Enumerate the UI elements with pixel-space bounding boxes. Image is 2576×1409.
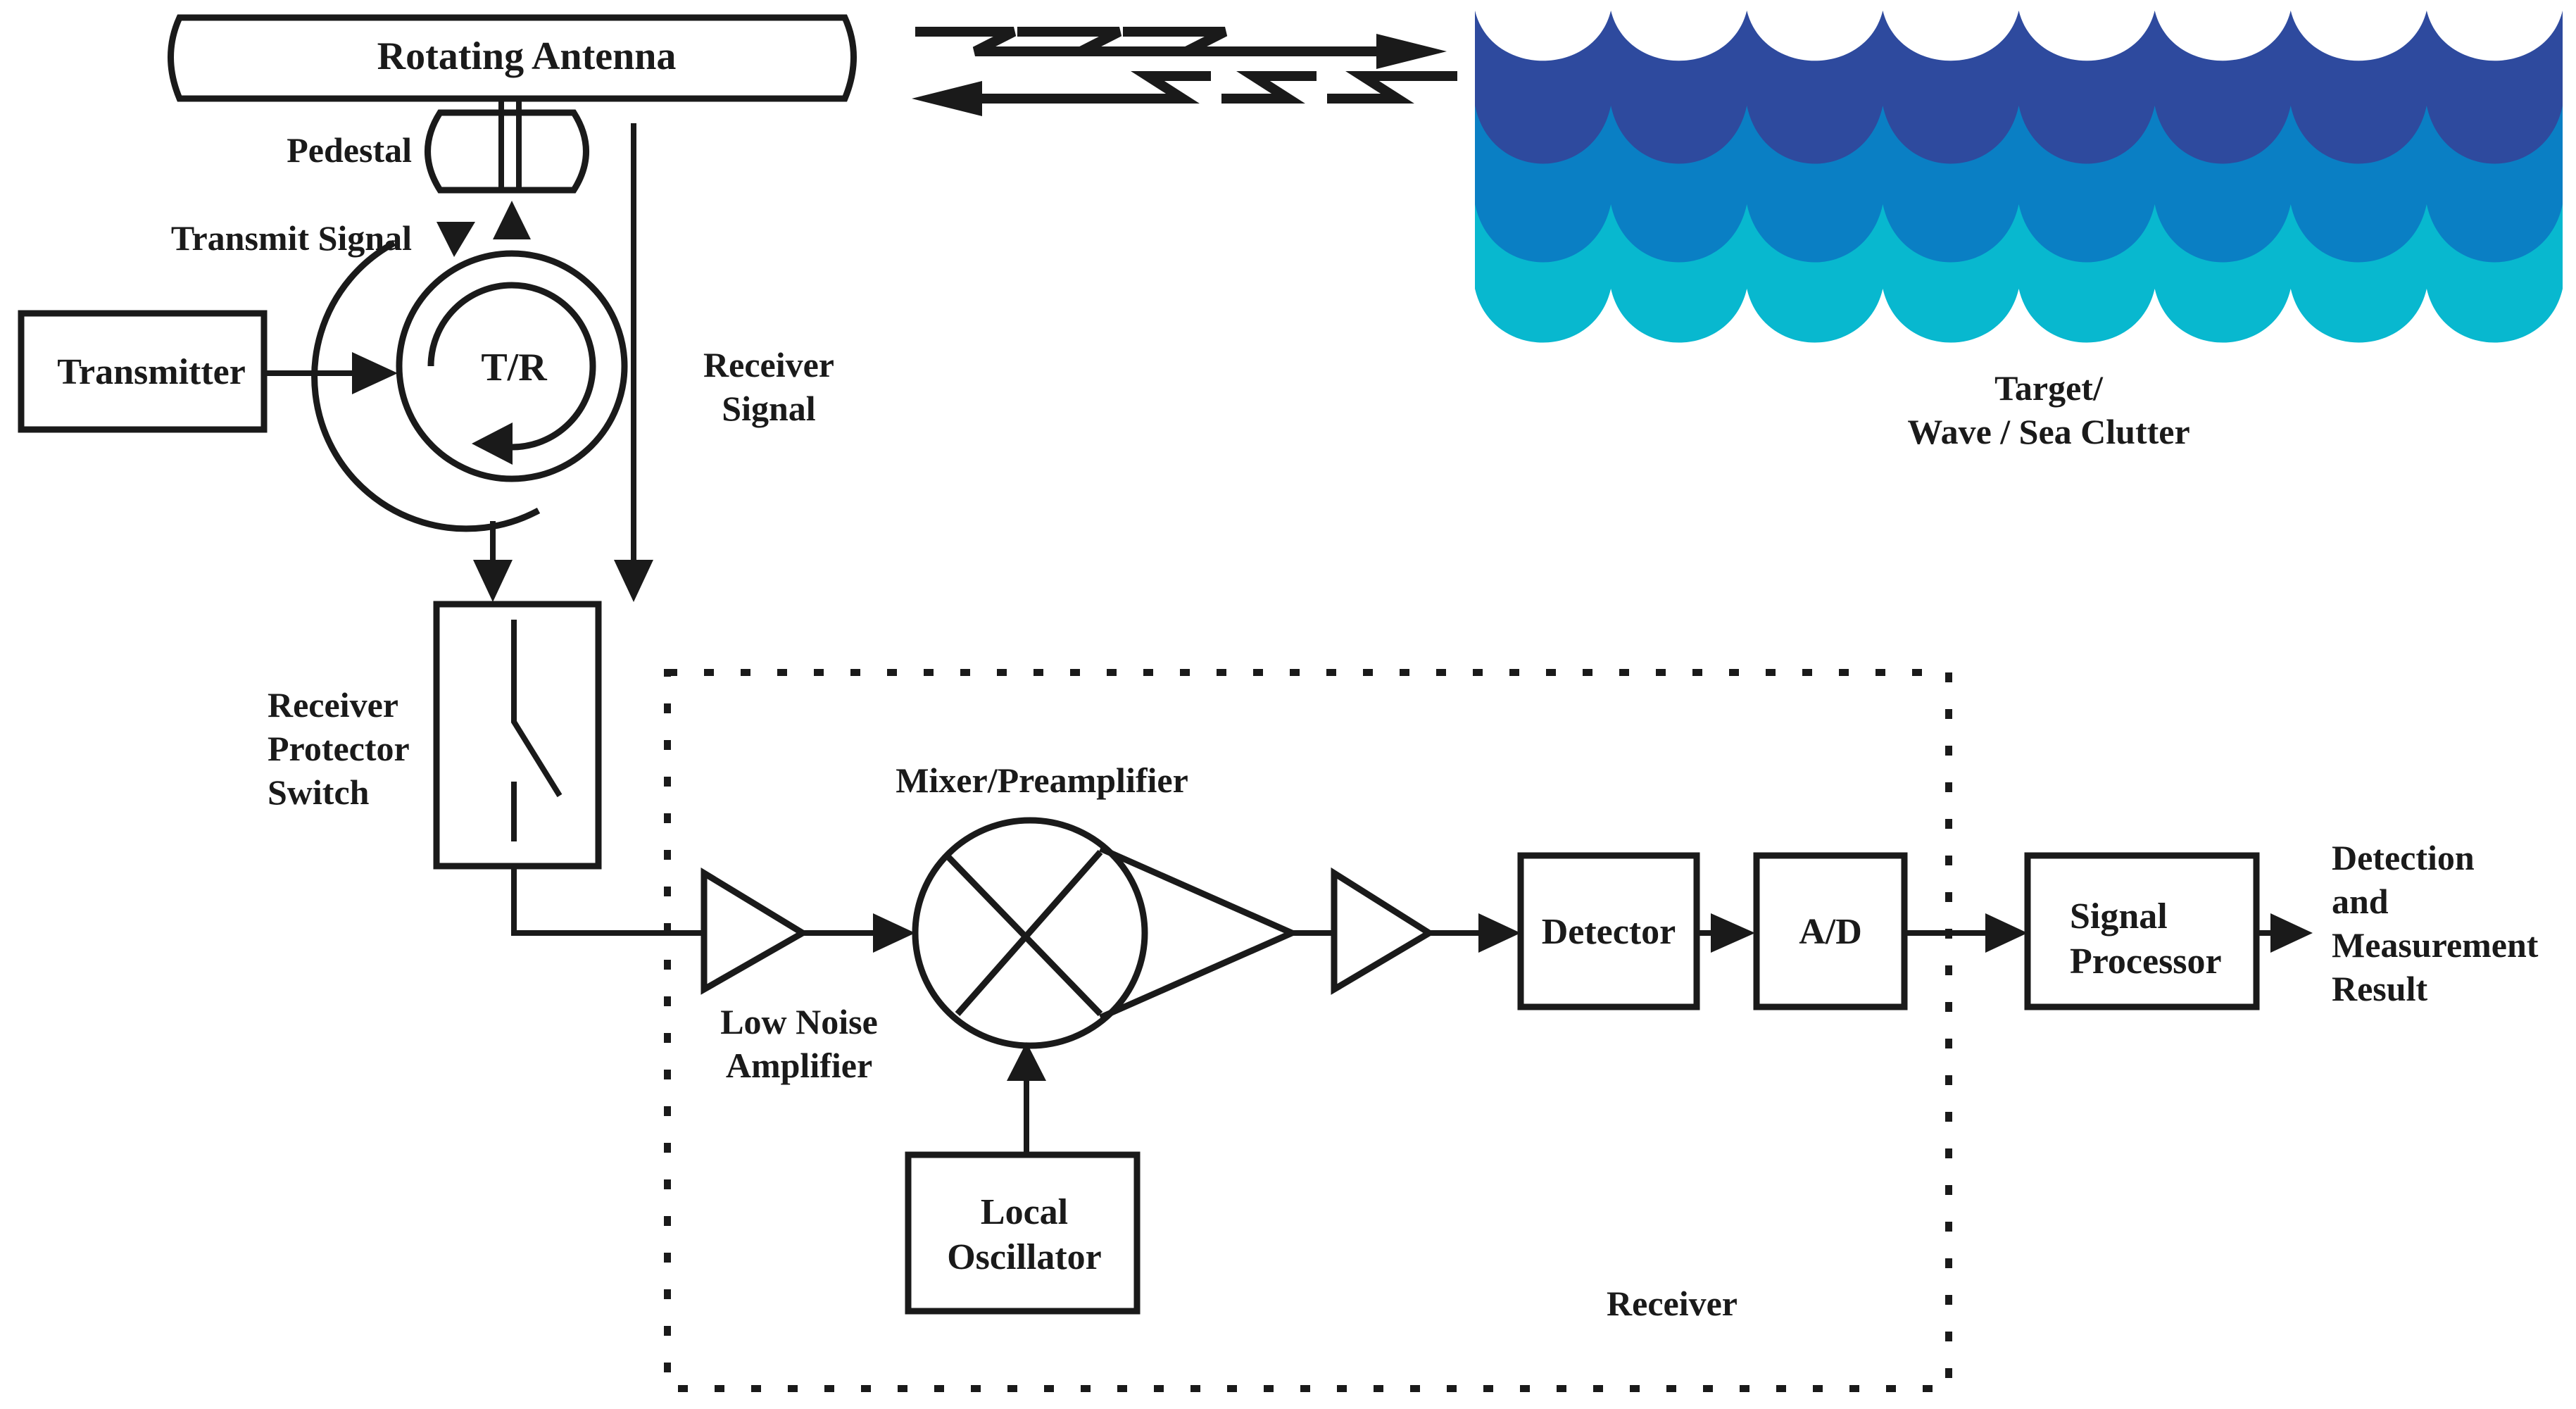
receiver-group-boundary [664,669,1952,1392]
circulator-label: T/R [481,346,547,389]
rotating-antenna [168,14,857,102]
lo-label-line2: Oscillator [947,1237,1102,1277]
wave-layer-light [1475,190,2563,343]
lna-label-line2: Amplifier [726,1046,872,1085]
transmitter-arrowhead [352,352,398,394]
tr-circulator: T/R [311,222,628,532]
target-label-line2: Wave / Sea Clutter [1907,412,2189,451]
signal-processor-block [2024,852,2260,1010]
switch-label-line1: Receiver [268,685,398,725]
sea-clutter-waves [1475,11,2563,343]
result-label-line2: and [2332,882,2389,921]
receiver-signal-arrowhead [614,560,653,602]
wave-layer-mid [1475,92,2563,263]
receiver-protector-switch [433,601,602,870]
transmitter-label: Transmitter [57,352,246,392]
transmit-signal-arrowhead [436,222,475,257]
pedestal-label: Pedestal [287,130,412,170]
circulator-inner-arrowhead [472,422,513,465]
mixer-label: Mixer/Preamplifier [896,760,1188,800]
return-zigzag-arrow [912,71,1457,116]
ad-to-processor-arrowhead [1985,913,2028,953]
processor-label-line1: Signal [2070,896,2168,937]
switch-to-lna-line [511,866,704,936]
transmit-arrowhead [1376,34,1447,69]
switch-label-line2: Protector [268,729,410,768]
detector-to-ad-arrowhead [1711,913,1755,953]
switch-label-line3: Switch [268,772,370,812]
circulator-inner-arc [427,282,596,451]
detector-label: Detector [1542,912,1676,952]
lo-to-mixer-arrowhead [1007,1042,1046,1081]
result-label-line1: Detection [2332,838,2475,877]
receiver-signal-label-line1: Receiver [703,345,834,384]
low-noise-amplifier [700,868,809,995]
if-amplifier [1331,867,1435,995]
local-oscillator-block [905,1151,1141,1315]
return-arrowhead [912,81,982,116]
circulator-to-switch-arrowhead [473,560,513,602]
circulator-to-pedestal-arrowhead [493,201,531,239]
transmit-signal-arc [311,240,541,532]
lo-label-line1: Local [981,1192,1068,1232]
receiver-group-label: Receiver [1607,1284,1738,1323]
detector-block [1517,852,1700,1010]
mixer-circle [912,817,1148,1049]
antenna-label: Rotating Antenna [377,35,677,78]
lna-to-mixer-arrowhead [873,913,915,953]
processor-to-result-arrowhead [2270,913,2313,953]
wave-layer-dark [1475,11,2563,164]
transmit-signal-label: Transmit Signal [171,218,412,258]
processor-label-line2: Processor [2070,941,2222,982]
target-label-line1: Target/ [1994,368,2104,408]
switch-contact-open [511,620,563,798]
receiver-signal-label-line2: Signal [722,389,816,428]
mixer-preamplifier [912,817,1300,1049]
lna-label-line1: Low Noise [720,1002,878,1041]
circulator-outer-ring [396,250,628,482]
result-label-line4: Result [2332,969,2427,1008]
result-label-line3: Measurement [2332,925,2539,965]
pedestal [425,109,589,194]
mixer-cross-line-2 [955,850,1103,1016]
transmit-zigzag-arrow [915,27,1447,69]
ad-label: A/D [1799,912,1862,952]
ifamp-to-detector-arrowhead [1478,913,1521,953]
